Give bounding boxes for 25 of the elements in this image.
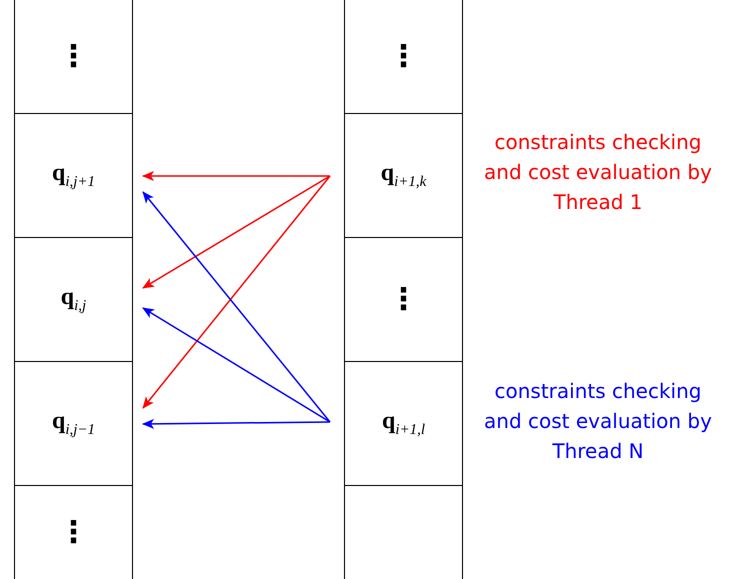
state-label: q$_{i,j}$ [60, 284, 86, 315]
vertical-ellipsis: ⋮ [58, 518, 88, 548]
state-cell [14, 238, 133, 362]
arrow [142, 418, 330, 429]
state-cell [14, 486, 133, 579]
state-label: q$_{i+1,k}$ [380, 160, 426, 191]
state-cell [14, 362, 133, 486]
empty-cell [344, 486, 463, 579]
arrow [142, 175, 330, 289]
state-cell [344, 362, 463, 486]
arrow [142, 307, 330, 423]
state-label: q$_{i,j−1}$ [52, 408, 96, 439]
state-label: q$_{i,j+1}$ [52, 160, 96, 191]
vertical-ellipsis: ⋮ [388, 284, 418, 314]
state-cell [344, 0, 463, 114]
arrow [142, 171, 330, 181]
state-cell [344, 238, 463, 362]
state-cell [14, 0, 133, 114]
state-cell [344, 114, 463, 238]
annotation-text: constraints checking and cost evaluation by Thread 1 [483, 129, 713, 216]
vertical-ellipsis: ⋮ [388, 42, 418, 72]
state-label: q$_{i+1,l}$ [382, 408, 426, 439]
annotation-text: constraints checking and cost evaluation by Thread N [483, 378, 713, 465]
state-cell [14, 114, 133, 238]
vertical-ellipsis: ⋮ [58, 42, 88, 72]
